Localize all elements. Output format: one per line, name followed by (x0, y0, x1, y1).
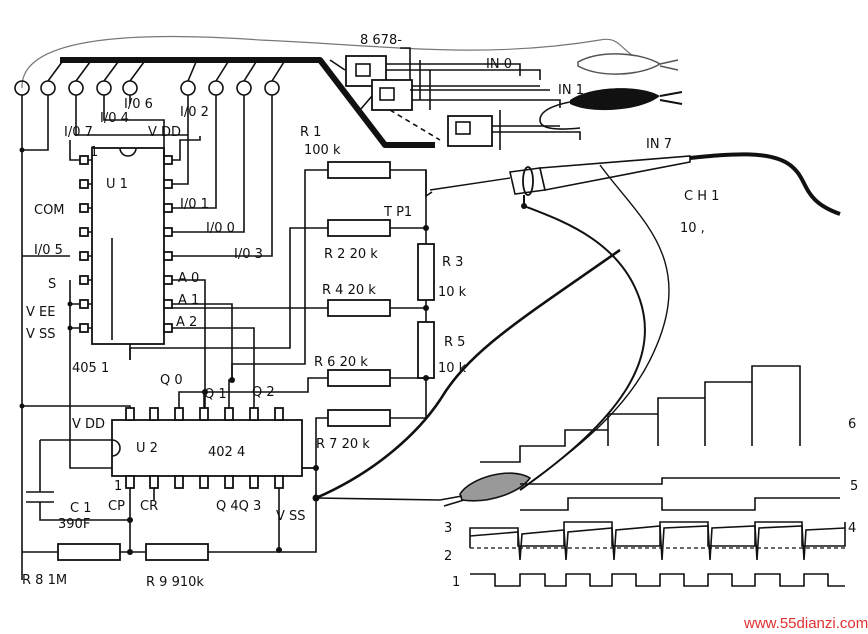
waveform-label-6: 6 (848, 417, 856, 432)
pin-label-cp: CP (108, 499, 125, 514)
chip-u1-ref: U 1 (106, 177, 128, 192)
pin-label-u2-pin1: 1 (114, 479, 122, 494)
pin-label-a1: A 1 (178, 293, 199, 308)
resistor-r2 (327, 219, 391, 237)
pin-label-io1: I/0 1 (180, 197, 209, 212)
label-r6: R 6 20 k (314, 355, 368, 370)
resistor-r1 (327, 161, 391, 179)
resistor-r6 (327, 369, 391, 387)
pin-label-io7: I/0 7 (64, 125, 93, 140)
chip-u2-part: 402 4 (208, 445, 245, 460)
pin-label-q1: Q 1 (204, 387, 227, 402)
input-label-in7: IN 7 (646, 137, 672, 152)
pin-label-a0: A 0 (178, 271, 199, 286)
probe-lead (519, 164, 670, 491)
watermark: www.55dianzi.com (743, 615, 868, 632)
scope-probe-ch1 (429, 152, 841, 216)
waveform-5 (520, 477, 840, 485)
label-r2: R 2 20 k (324, 247, 378, 262)
waveform-4 (520, 497, 840, 511)
pin-label-cr: CR (140, 499, 158, 514)
waveform-6 (480, 365, 801, 463)
pin-label-u1-pin1: 1 (90, 145, 98, 160)
switch-label: 8 678- (360, 33, 402, 48)
flying-lead-wire (21, 35, 641, 89)
waveform-label-4: 4 (848, 521, 856, 536)
chip-u1 (79, 147, 173, 360)
input-switch-bank (329, 47, 581, 150)
u1-wiring (19, 95, 316, 580)
label-c1-value: 390F (58, 517, 90, 532)
resistor-r3 (417, 243, 435, 301)
waveform-label-2: 2 (444, 549, 452, 564)
input-terminals (14, 61, 285, 96)
waveform-label-1: 1 (452, 575, 460, 590)
label-r5: R 5 (444, 335, 465, 350)
label-r5-value: 10 k (438, 361, 467, 376)
pin-label-io2: I/0 2 (180, 105, 209, 120)
pin-label-vdd: V DD (148, 125, 181, 140)
timing-network (22, 439, 317, 561)
pin-label-io6: I/0 6 (124, 97, 153, 112)
alligator-clip-bottom (315, 472, 532, 507)
waveform-2-spikes (469, 525, 846, 561)
terminal (96, 80, 112, 96)
pin-label-vss: V SS (26, 327, 56, 342)
probe-label: C H 1 (684, 189, 719, 204)
pin-label-u2-vdd: V DD (72, 417, 105, 432)
terminal (122, 80, 138, 96)
resistor-r7 (327, 409, 391, 427)
label-r1-value: 100 k (304, 143, 341, 158)
label-r1: R 1 (300, 125, 321, 140)
pin-label-io5: I/0 5 (34, 243, 63, 258)
input-label-in1: IN 1 (558, 83, 584, 98)
waveform-label-5: 5 (850, 479, 858, 494)
label-testpoint: T P1 (383, 205, 412, 220)
alligator-clip-in1 (539, 88, 683, 130)
chip-u2 (22, 379, 316, 550)
probe-ground-lead (519, 205, 646, 491)
alligator-clip-in0 (577, 53, 679, 75)
pin-label-s: S (48, 277, 56, 292)
input-label-in0: IN 0 (486, 57, 512, 72)
resistor-r5 (417, 321, 435, 379)
label-r3-value: 10 k (438, 285, 467, 300)
pin-label-io4: I/0 4 (100, 111, 129, 126)
pin-label-io3: I/0 3 (234, 247, 263, 262)
pin-label-q2: Q 2 (252, 385, 275, 400)
ground-lead (315, 248, 621, 500)
pin-label-q4q3: Q 4Q 3 (216, 499, 261, 514)
label-r7: R 7 20 k (316, 437, 370, 452)
pin-label-u2-vss: V SS (276, 509, 306, 524)
pin-label-a2: A 2 (176, 315, 197, 330)
terminal (180, 80, 196, 96)
pin-label-vee: V EE (26, 305, 55, 320)
terminal (236, 80, 252, 96)
bus-cable (60, 57, 435, 148)
waveform-label-3: 3 (444, 521, 452, 536)
pin-label-q0: Q 0 (160, 373, 183, 388)
pin-label-io0: I/0 0 (206, 221, 235, 236)
terminal (264, 80, 280, 96)
chip-u1-part: 405 1 (72, 361, 109, 376)
chip-u2-ref: U 2 (136, 441, 158, 456)
label-r3: R 3 (442, 255, 463, 270)
resistor-network (129, 161, 435, 502)
terminal (208, 80, 224, 96)
terminal (40, 80, 56, 96)
resistor-r9 (145, 543, 209, 561)
resistor-r8 (57, 543, 121, 561)
waveforms (469, 365, 846, 587)
pin-label-com: COM (34, 203, 65, 218)
label-r8: R 8 1M (22, 573, 67, 588)
terminal (68, 80, 84, 96)
probe-note: 10 , (680, 221, 705, 236)
label-c1: C 1 (70, 501, 91, 516)
waveform-1 (470, 573, 845, 587)
label-r4: R 4 20 k (322, 283, 376, 298)
resistor-r4 (327, 299, 391, 317)
label-r9: R 9 910k (146, 575, 204, 590)
